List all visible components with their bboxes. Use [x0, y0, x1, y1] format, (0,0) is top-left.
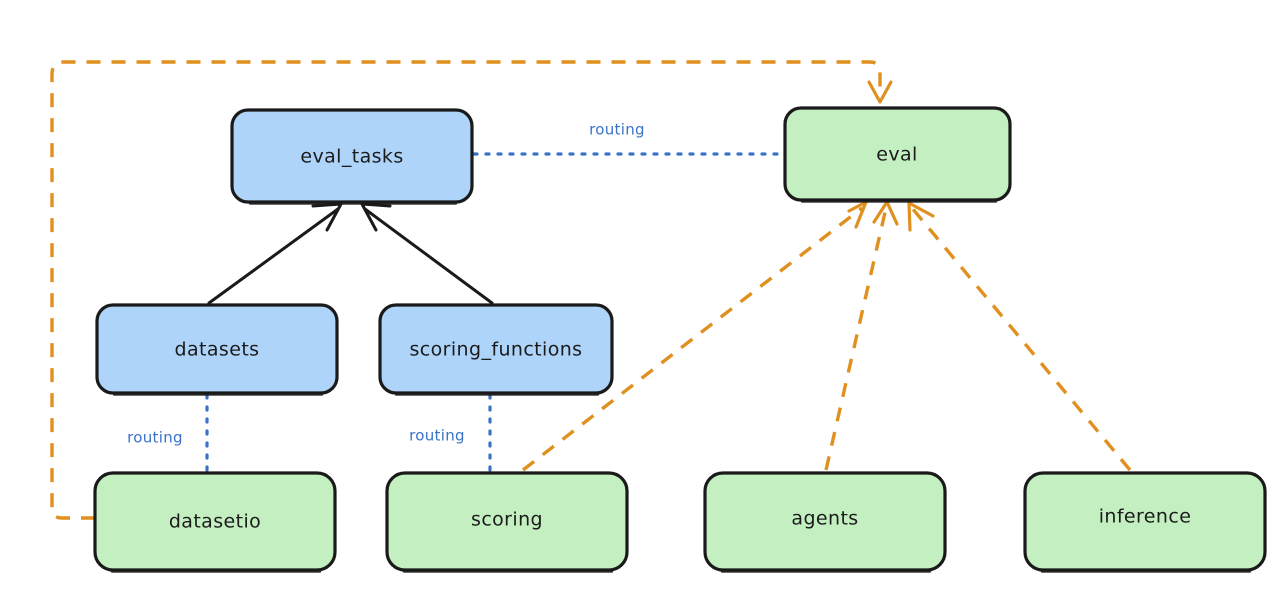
node-inference-label: inference — [1099, 506, 1192, 528]
edge-scoring_functions-to-eval_tasks[interactable] — [360, 202, 494, 305]
node-scoring-label: scoring — [471, 509, 543, 531]
node-datasets-label: datasets — [175, 339, 260, 361]
node-scoring-shape[interactable] — [385, 471, 629, 572]
node-eval[interactable]: eval — [783, 106, 1012, 203]
node-agents-shape[interactable] — [703, 471, 947, 572]
edges-layer — [50, 60, 1132, 520]
node-datasetio-shape[interactable] — [93, 471, 337, 572]
node-inference-shape[interactable] — [1023, 471, 1267, 572]
edge-agents-to-eval[interactable] — [824, 200, 899, 471]
node-eval_tasks[interactable]: eval_tasks — [230, 108, 474, 205]
node-eval_tasks-shape[interactable] — [230, 108, 474, 204]
edge-label-routing-datasets: routing — [127, 429, 183, 447]
nodes-layer: eval_tasks eval datasets scoring_functio… — [93, 106, 1267, 573]
edge-label-routing-scoring-functions: routing — [409, 427, 465, 445]
node-eval-shape[interactable] — [783, 106, 1012, 202]
node-agents-label: agents — [791, 508, 858, 530]
node-scoring_functions[interactable]: scoring_functions — [378, 303, 614, 396]
edge-label-routing-eval-tasks: routing — [589, 121, 645, 139]
node-agents[interactable]: agents — [703, 471, 947, 573]
edge-datasetio-to-eval[interactable] — [50, 60, 893, 520]
node-datasetio-label: datasetio — [169, 511, 261, 533]
node-datasets[interactable]: datasets — [95, 303, 339, 396]
node-eval-label: eval — [876, 144, 917, 166]
node-scoring[interactable]: scoring — [385, 471, 629, 573]
node-inference[interactable]: inference — [1023, 471, 1267, 573]
node-eval_tasks-label: eval_tasks — [300, 146, 403, 168]
node-datasetio[interactable]: datasetio — [93, 471, 337, 573]
node-scoring_functions-shape[interactable] — [378, 303, 614, 395]
edge-inference-to-eval[interactable] — [907, 201, 1132, 472]
edge-labels-layer: routing routing routing — [127, 121, 645, 447]
node-datasets-shape[interactable] — [95, 303, 339, 395]
edge-datasets-to-eval_tasks[interactable] — [207, 202, 343, 305]
node-scoring_functions-label: scoring_functions — [410, 339, 583, 361]
